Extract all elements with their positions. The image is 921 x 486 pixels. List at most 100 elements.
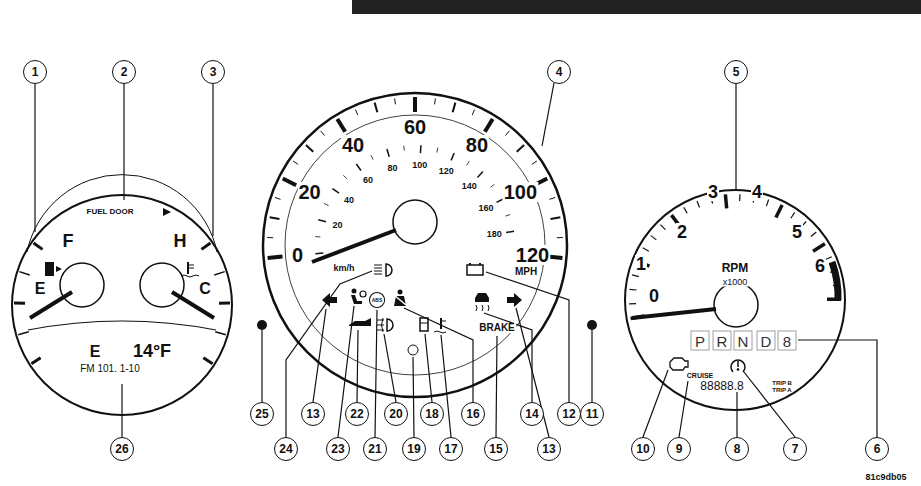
gauge-tick bbox=[485, 119, 493, 132]
gauge-label: CRUISE bbox=[686, 372, 714, 379]
gauge-tick bbox=[660, 225, 665, 230]
gauge-label: ABS bbox=[371, 298, 384, 303]
gauge-tick bbox=[505, 131, 509, 136]
gauge-label: FM 101. 1-10 bbox=[79, 364, 140, 374]
callout-number: 14 bbox=[525, 408, 538, 420]
callout-circle: 22 bbox=[345, 402, 369, 426]
gauge-tick bbox=[739, 194, 741, 201]
callout-number: 5 bbox=[733, 66, 740, 78]
gauge-label: RPM bbox=[721, 262, 750, 274]
gauge-tick bbox=[355, 110, 357, 115]
gauge-tick bbox=[203, 358, 212, 364]
gauge-tick bbox=[490, 184, 494, 187]
callout-circle: 7 bbox=[783, 437, 807, 461]
callout-circle: 15 bbox=[484, 437, 508, 461]
callout-circle: 14 bbox=[520, 402, 544, 426]
gauge-tick bbox=[270, 217, 280, 219]
gauge-tick bbox=[201, 243, 210, 249]
gauge-tick bbox=[34, 243, 43, 249]
callout-circle: 3 bbox=[201, 60, 225, 84]
gauge-tick bbox=[517, 145, 524, 152]
gauge-tick bbox=[506, 231, 514, 232]
gauge-label: 140 bbox=[461, 182, 478, 191]
callout-number: 1 bbox=[32, 66, 39, 78]
gauge-tick bbox=[434, 98, 436, 104]
callout-circle: 11 bbox=[580, 402, 604, 426]
callout-number: 3 bbox=[210, 66, 217, 78]
gauge-label: FUEL DOOR bbox=[86, 208, 135, 216]
gauge-tick bbox=[651, 236, 657, 240]
gauge-label: 0 bbox=[648, 287, 660, 305]
gauge-tick bbox=[451, 153, 454, 160]
gauge-label: N bbox=[737, 334, 750, 349]
gauge-tick bbox=[318, 220, 326, 222]
gauge-tick bbox=[472, 110, 474, 115]
gauge-tick bbox=[214, 272, 224, 275]
gauge-tick bbox=[420, 145, 422, 153]
gauge-tick bbox=[18, 332, 29, 335]
gauge-label: TRIP B bbox=[771, 380, 793, 386]
gauge-label: E bbox=[34, 281, 47, 297]
gauge-tick bbox=[337, 119, 345, 132]
gauge-tick bbox=[215, 332, 226, 335]
gauge-label: 20 bbox=[332, 220, 344, 229]
gauge-label: 180 bbox=[486, 230, 503, 239]
callout-number: 13 bbox=[542, 443, 555, 455]
gauge-tick bbox=[31, 358, 40, 364]
gauge-tick bbox=[343, 175, 347, 178]
gauge-tick bbox=[643, 248, 649, 251]
gauge-label: 3 bbox=[707, 183, 719, 201]
gauge-tick bbox=[283, 179, 296, 186]
gauge-tick bbox=[315, 252, 323, 254]
gauge-tick bbox=[394, 98, 396, 104]
callout-circle: 13 bbox=[301, 402, 325, 426]
gauge-tick bbox=[14, 302, 25, 305]
gauge-label: 120 bbox=[438, 167, 455, 176]
gauge-label: E bbox=[89, 344, 102, 360]
callout-number: 20 bbox=[389, 408, 402, 420]
gauge-label: H bbox=[173, 232, 188, 250]
callout-circle: 21 bbox=[363, 437, 387, 461]
callout-number: 7 bbox=[792, 443, 799, 455]
gauge-label: x1000 bbox=[722, 278, 749, 287]
gauge-tick bbox=[306, 145, 313, 152]
gauge-tick bbox=[324, 203, 329, 205]
callout-number: 19 bbox=[407, 443, 420, 455]
callout-number: 13 bbox=[306, 408, 319, 420]
gauge-tick bbox=[453, 103, 456, 113]
gauge-label: 6 bbox=[814, 257, 826, 275]
gauge-tick bbox=[321, 131, 325, 136]
gauge-label: 4 bbox=[751, 183, 763, 201]
gauge-label: 160 bbox=[477, 203, 494, 212]
callout-circle: 17 bbox=[439, 437, 463, 461]
gauge-tick bbox=[791, 212, 795, 218]
callout-number: 21 bbox=[368, 443, 381, 455]
gauge-tick bbox=[776, 205, 782, 218]
gauge-tick bbox=[632, 275, 639, 277]
gauge-label: D bbox=[760, 334, 773, 349]
gauge-label: 80 bbox=[465, 135, 489, 155]
gauge-label: 88888.8 bbox=[699, 380, 744, 392]
callout-circle: 20 bbox=[384, 402, 408, 426]
gauge-tick bbox=[684, 207, 687, 213]
callout-number: 25 bbox=[255, 408, 268, 420]
callout-number: 18 bbox=[425, 408, 438, 420]
callout-number: 17 bbox=[444, 443, 457, 455]
gauge-label: BRAKE bbox=[478, 323, 516, 333]
gauge-tick bbox=[437, 148, 438, 153]
gauge-label: 60 bbox=[403, 117, 427, 137]
callout-number: 9 bbox=[676, 443, 683, 455]
gauge-tick bbox=[477, 172, 482, 178]
callout-number: 6 bbox=[874, 443, 881, 455]
gauge-label: TRIP A bbox=[771, 387, 792, 393]
gauge-tick bbox=[825, 257, 831, 260]
gauge-label: R bbox=[716, 334, 729, 349]
gauge-label: 2 bbox=[676, 223, 688, 241]
callout-circle: 9 bbox=[667, 437, 691, 461]
callout-number: 15 bbox=[489, 443, 502, 455]
callout-circle: 19 bbox=[402, 437, 426, 461]
gauge-tick bbox=[267, 237, 273, 238]
gauge-label: 40 bbox=[343, 195, 355, 204]
gauge-label: 120 bbox=[515, 245, 550, 265]
gauge-tick bbox=[532, 161, 537, 164]
